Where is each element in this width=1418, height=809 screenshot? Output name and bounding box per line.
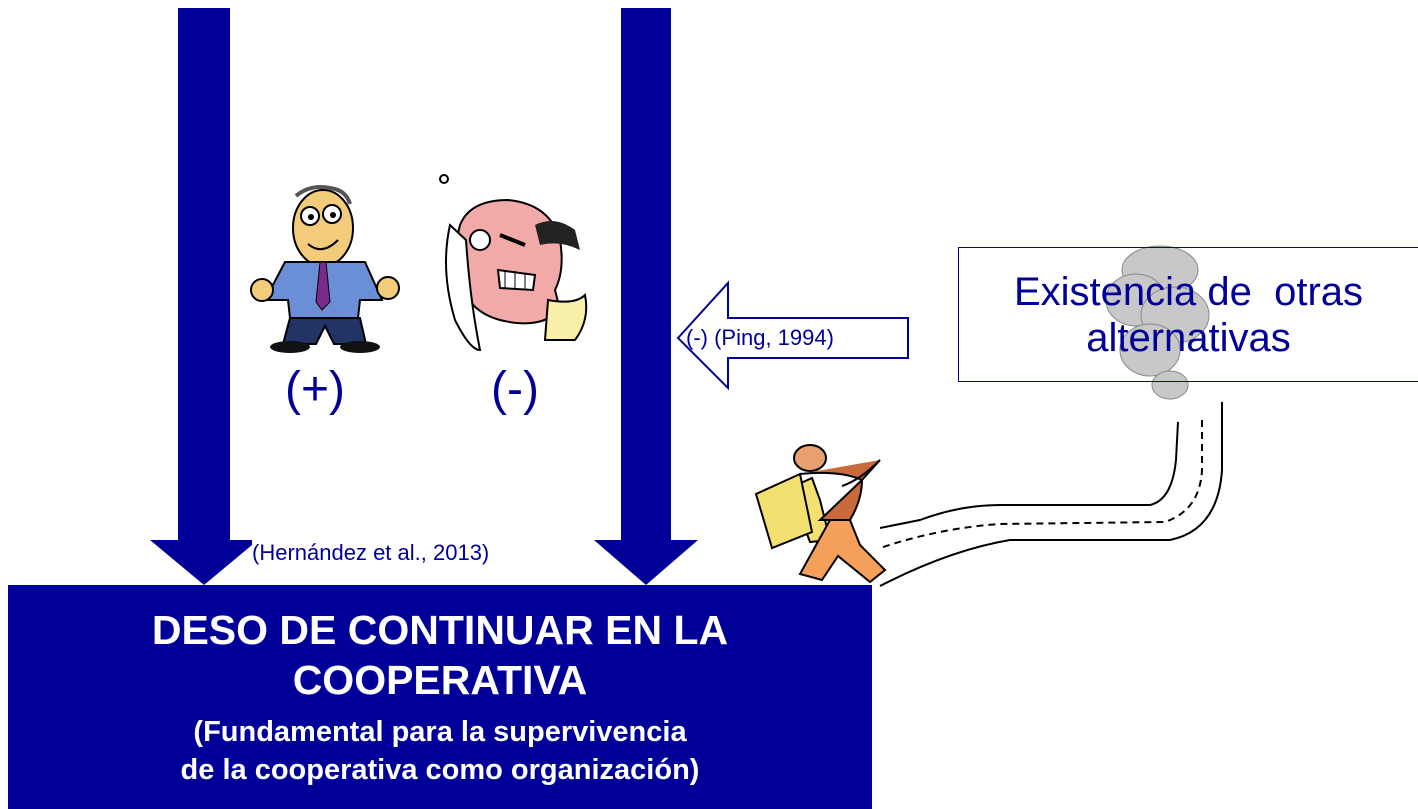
angry-man-icon: [439, 174, 588, 352]
citation-hernandez: (Hernández et al., 2013): [252, 540, 490, 566]
happy-man-icon: [250, 185, 400, 353]
main-subtitle-line2: de la cooperativa como organización): [180, 754, 700, 786]
hollow-left-arrow: [676, 280, 909, 391]
positive-sign: (+): [285, 363, 345, 416]
main-title: DESO DE CONTINUAR EN LA COOPERATIVA: [8, 605, 872, 705]
alternatives-line1: Existencia de otras: [1013, 269, 1364, 314]
road-path: [879, 402, 1223, 587]
main-title-line2: COOPERATIVA: [292, 657, 588, 703]
main-outcome-box: DESO DE CONTINUAR EN LA COOPERATIVA (Fun…: [8, 585, 872, 809]
main-subtitle: (Fundamental para la supervivencia de la…: [8, 713, 872, 789]
left-down-arrow: [150, 8, 258, 585]
right-down-arrow: [594, 8, 698, 585]
main-subtitle-line1: (Fundamental para la supervivencia: [193, 716, 687, 748]
running-man-icon: [754, 444, 887, 584]
citation-ping: (-) (Ping, 1994): [686, 325, 834, 350]
cloud-icon: [1105, 245, 1210, 400]
negative-sign: (-): [491, 363, 539, 416]
alternatives-line2: alternativas: [1086, 315, 1291, 360]
alternatives-text: Existencia de otras alternativas: [1014, 269, 1363, 361]
main-title-line1: DESO DE CONTINUAR EN LA: [151, 607, 729, 653]
alternatives-box: Existencia de otras alternativas: [958, 247, 1418, 382]
